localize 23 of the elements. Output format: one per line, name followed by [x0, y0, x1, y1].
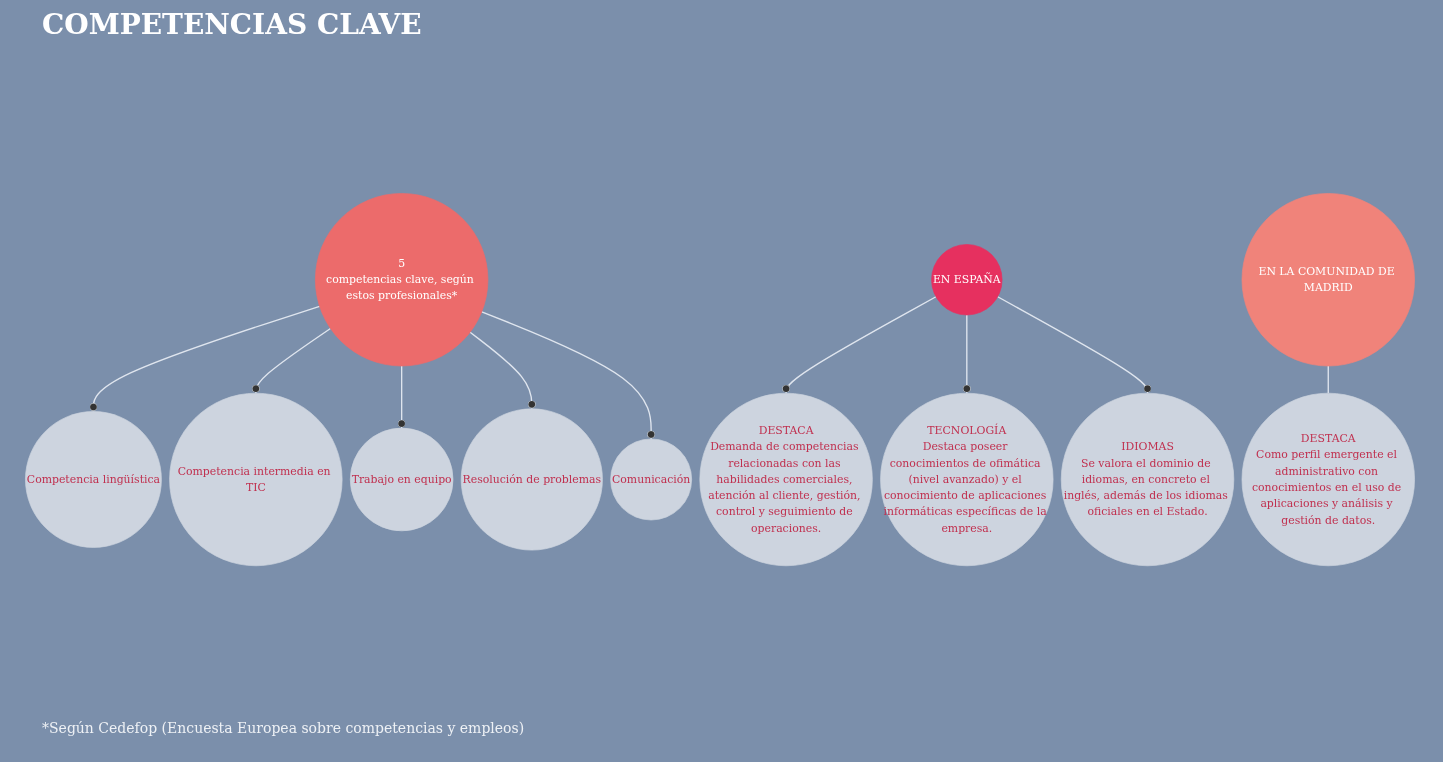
node-circle: DESTACA Demanda de competencias relacionadas con las habilidades comerciales, atención al cliente, gestión, control y seguimiento de operaciones. — [699, 393, 873, 567]
connector — [962, 314, 971, 395]
node-circle: EN LA COMUNIDAD DE MADRID — [1241, 193, 1415, 367]
connector — [782, 296, 937, 395]
node-circle: TECNOLOGÍA Destaca poseer conocimientos de ofimática (nivel avanzado) y el conocimiento de aplicaciones informáticas específicas de la empresa. — [880, 393, 1054, 567]
connector — [997, 296, 1152, 395]
connector — [469, 331, 536, 410]
connector — [251, 328, 332, 395]
node-circle: Comunicación — [610, 439, 692, 521]
connector — [481, 311, 656, 441]
connector — [397, 365, 406, 430]
footnote: *Según Cedefop (Encuesta Europea sobre competencias y empleos) — [42, 720, 525, 736]
connector — [89, 306, 321, 413]
node-circle: Competencia intermedia en TIC — [169, 393, 343, 567]
node-circle: IDIOMAS Se valora el dominio de idiomas, en concreto el inglés, además de los idiomas oficiales en el Estado. — [1060, 393, 1235, 567]
node-circle: EN ESPAÑA — [931, 244, 1003, 316]
node-circle: 5 competencias clave, según estos profesionales* — [315, 193, 489, 367]
node-circle: Trabajo en equipo — [349, 428, 454, 532]
node-circle: DESTACA Como perfil emergente el administrativo con conocimientos en el uso de aplicaciones y análisis y gestión de datos. — [1241, 393, 1415, 567]
node-circle: Resolución de problemas — [460, 408, 603, 551]
connector — [1327, 365, 1329, 395]
title: COMPETENCIAS CLAVE — [42, 8, 422, 41]
node-circle: Competencia lingüística — [25, 411, 162, 549]
